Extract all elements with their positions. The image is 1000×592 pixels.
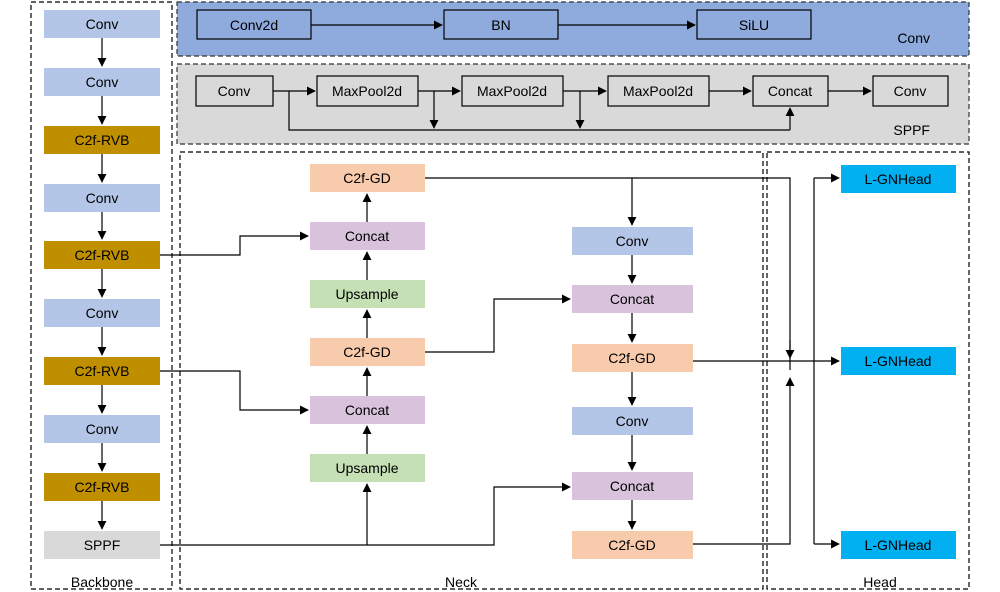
backbone-label-7: C2f-RVB bbox=[75, 363, 130, 379]
neck-right-c2f-gd-bottom bbox=[572, 531, 693, 559]
neck-right-conv-top bbox=[572, 227, 693, 255]
neck-right-concat-top bbox=[572, 285, 693, 313]
backbone-label-9: C2f-RVB bbox=[75, 479, 130, 495]
backbone-label-2: Conv bbox=[86, 74, 119, 90]
backbone-block-c2f-rvb-4 bbox=[44, 473, 160, 501]
neck-right-label-2: Concat bbox=[610, 291, 654, 307]
neck-left-label-6: Upsample bbox=[335, 460, 398, 476]
neck-left-concat-bottom bbox=[310, 396, 425, 424]
neck-right-label-3: C2f-GD bbox=[608, 350, 655, 366]
backbone-label-1: Conv bbox=[86, 16, 119, 32]
sppf-concat-label: Concat bbox=[768, 83, 812, 99]
backbone-label-4: Conv bbox=[86, 190, 119, 206]
neck-right-label-6: C2f-GD bbox=[608, 537, 655, 553]
line-c2f-top-to-head bbox=[425, 177, 791, 370]
neck-right-label-5: Concat bbox=[610, 478, 654, 494]
backbone-block-c2f-rvb-1 bbox=[44, 126, 160, 154]
neck-left-label-1: C2f-GD bbox=[343, 170, 390, 186]
conv2d-label: Conv2d bbox=[230, 17, 278, 33]
sppf-conv-out-label: Conv bbox=[894, 83, 927, 99]
neck-left-concat-top bbox=[310, 222, 425, 250]
backbone-block-conv-3 bbox=[44, 184, 160, 212]
backbone-label-3: C2f-RVB bbox=[75, 132, 130, 148]
neck-left-column: C2f-GD Concat Upsample C2f-GD Concat Ups… bbox=[310, 164, 425, 482]
arrow-c2f-rvb-2-to-concat-top bbox=[160, 231, 309, 256]
sppf-panel-title: SPPF bbox=[893, 122, 930, 138]
neck-left-upsample-bottom bbox=[310, 454, 425, 482]
maxpool-1-label: MaxPool2d bbox=[332, 83, 402, 99]
conv-panel-title: Conv bbox=[897, 30, 930, 46]
connector-lines bbox=[97, 20, 872, 549]
backbone-block-conv-1 bbox=[44, 10, 160, 38]
backbone-block-c2f-rvb-3 bbox=[44, 357, 160, 385]
neck-right-c2f-gd-mid bbox=[572, 344, 693, 372]
silu-block bbox=[696, 9, 812, 40]
neck-left-label-5: Concat bbox=[345, 402, 389, 418]
head-label-2: L-GNHead bbox=[865, 353, 932, 369]
head-block-mid bbox=[841, 347, 956, 375]
backbone-column: Conv Conv C2f-RVB Conv C2f-RVB Conv C2f-… bbox=[44, 10, 160, 559]
head-block-bottom bbox=[841, 531, 956, 559]
sppf-detail-panel bbox=[176, 63, 970, 145]
head-block-top bbox=[841, 165, 956, 193]
backbone-block-conv-5 bbox=[44, 415, 160, 443]
backbone-label-5: C2f-RVB bbox=[75, 247, 130, 263]
sppf-conv-out-block bbox=[872, 75, 949, 107]
bn-label: BN bbox=[491, 17, 510, 33]
head-panel-title: Head bbox=[863, 574, 896, 590]
line-c2f-bottom-to-head bbox=[693, 377, 795, 545]
backbone-label-8: Conv bbox=[86, 421, 119, 437]
backbone-block-conv-2 bbox=[44, 68, 160, 96]
sppf-detail-row: Conv MaxPool2d MaxPool2d MaxPool2d Conca… bbox=[195, 75, 949, 107]
head-panel bbox=[766, 151, 970, 590]
backbone-panel-title: Backbone bbox=[71, 574, 133, 590]
sppf-skip-line bbox=[288, 91, 790, 131]
neck-left-label-3: Upsample bbox=[335, 286, 398, 302]
neck-left-c2f-gd-top bbox=[310, 164, 425, 192]
maxpool-3-label: MaxPool2d bbox=[623, 83, 693, 99]
neck-right-label-4: Conv bbox=[616, 413, 649, 429]
backbone-label-10: SPPF bbox=[84, 537, 121, 553]
backbone-block-c2f-rvb-2 bbox=[44, 241, 160, 269]
head-label-3: L-GNHead bbox=[865, 537, 932, 553]
conv-detail-row: Conv2d BN SiLU bbox=[196, 9, 812, 40]
conv-detail-panel bbox=[176, 1, 970, 57]
maxpool-2-label: MaxPool2d bbox=[477, 83, 547, 99]
sppf-conv-in-label: Conv bbox=[218, 83, 251, 99]
neck-left-upsample-top bbox=[310, 280, 425, 308]
neck-right-concat-bottom bbox=[572, 472, 693, 500]
backbone-block-conv-4 bbox=[44, 299, 160, 327]
backbone-label-6: Conv bbox=[86, 305, 119, 321]
neck-panel-title: Neck bbox=[445, 574, 478, 590]
silu-label: SiLU bbox=[739, 17, 769, 33]
backbone-block-sppf bbox=[44, 531, 160, 559]
neck-left-label-4: C2f-GD bbox=[343, 344, 390, 360]
arrow-c2f-rvb-3-to-concat-bottom bbox=[160, 370, 309, 415]
head-label-1: L-GNHead bbox=[865, 171, 932, 187]
backbone-panel bbox=[30, 1, 173, 590]
neck-left-c2f-gd-mid bbox=[310, 338, 425, 366]
neck-right-column: Conv Concat C2f-GD Conv Concat C2f-GD bbox=[572, 227, 693, 559]
neck-left-label-2: Concat bbox=[345, 228, 389, 244]
arrow-c2f-mid-to-right-concat bbox=[425, 294, 571, 353]
neck-panel bbox=[179, 151, 764, 590]
neck-right-label-1: Conv bbox=[616, 233, 649, 249]
line-sppf-right bbox=[160, 482, 571, 546]
head-column: L-GNHead L-GNHead L-GNHead bbox=[841, 165, 956, 559]
neck-right-conv-bottom bbox=[572, 407, 693, 435]
